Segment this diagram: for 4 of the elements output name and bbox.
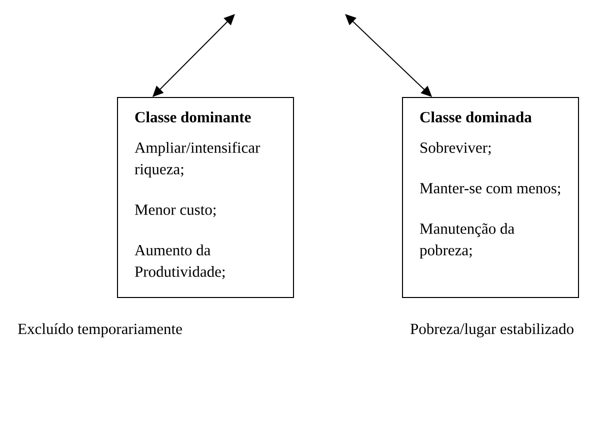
caption-text: Excluído temporariamente bbox=[18, 323, 182, 338]
text-box: Classe dominada Sobreviver; Manter-se com menos; Manutenção da pobreza; bbox=[402, 97, 579, 298]
text-box: Classe dominante Ampliar/intensificar riqueza; Menor custo; Aumento da Produtividade; bbox=[117, 97, 294, 298]
caption-text: Pobreza/lugar estabilizado bbox=[410, 323, 574, 338]
